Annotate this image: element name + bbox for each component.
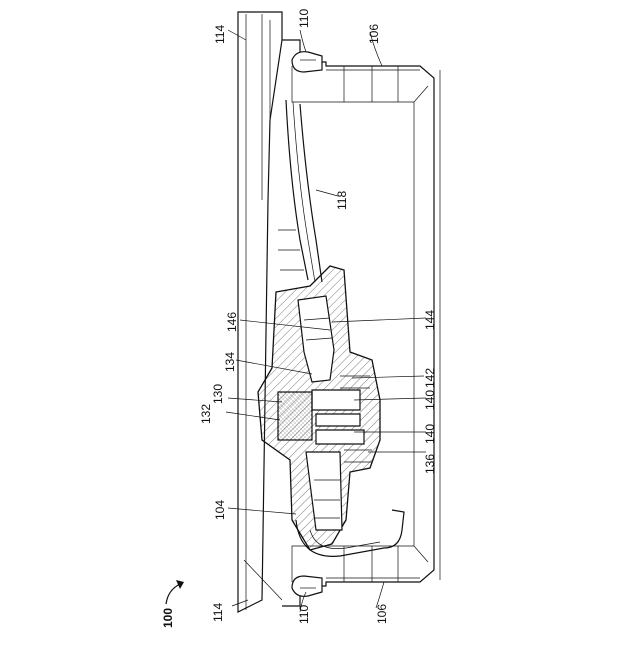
- label-140-a: 140: [423, 390, 437, 410]
- label-118: 118: [335, 191, 349, 210]
- label-146: 146: [225, 312, 239, 332]
- label-136: 136: [423, 454, 437, 474]
- label-100: 100: [161, 608, 175, 628]
- label-106-bottom: 106: [375, 604, 389, 624]
- label-106-top: 106: [367, 24, 381, 44]
- clip-110-bottom: [292, 576, 322, 596]
- label-130: 130: [211, 384, 225, 404]
- connector-assembly: [258, 266, 380, 550]
- tube-118: [278, 100, 322, 282]
- label-114-top: 114: [213, 25, 227, 44]
- label-144: 144: [423, 310, 437, 330]
- clip-110-top: [292, 52, 322, 72]
- label-134: 134: [223, 352, 237, 372]
- label-110-top: 110: [297, 9, 311, 28]
- label-140-b: 140: [423, 424, 437, 444]
- label-104: 104: [213, 500, 227, 520]
- label-114-bottom: 114: [211, 603, 225, 622]
- label-142: 142: [423, 368, 437, 388]
- figure-arrow-100: [166, 580, 184, 604]
- label-132: 132: [199, 404, 213, 424]
- label-110-bottom: 110: [297, 605, 311, 624]
